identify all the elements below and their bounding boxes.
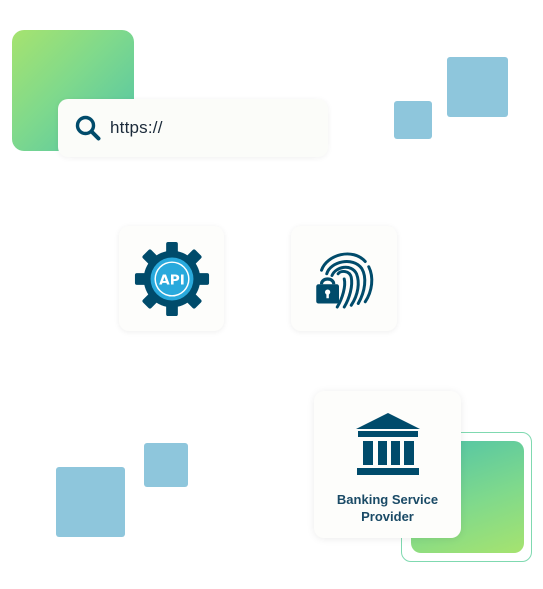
decor-blue-square (447, 57, 508, 117)
banking-service-label-line1: Banking Service (336, 492, 439, 507)
banking-service-label-line2: Provider (361, 509, 414, 524)
fingerprint-card (291, 226, 397, 331)
search-icon (75, 115, 101, 141)
decor-blue-square (56, 467, 125, 537)
banking-service-card: Banking Service Provider (314, 391, 461, 538)
gear-icon: API (134, 241, 210, 317)
decor-blue-square (144, 443, 188, 487)
api-label: API (159, 272, 185, 288)
decor-blue-square (394, 101, 432, 139)
banking-service-label: Banking Service Provider (314, 491, 461, 525)
fingerprint-lock-icon (316, 252, 374, 309)
bank-icon (356, 413, 420, 475)
url-text: https:// (110, 118, 163, 137)
api-card: API (119, 226, 224, 331)
url-bar[interactable]: https:// (58, 99, 328, 157)
